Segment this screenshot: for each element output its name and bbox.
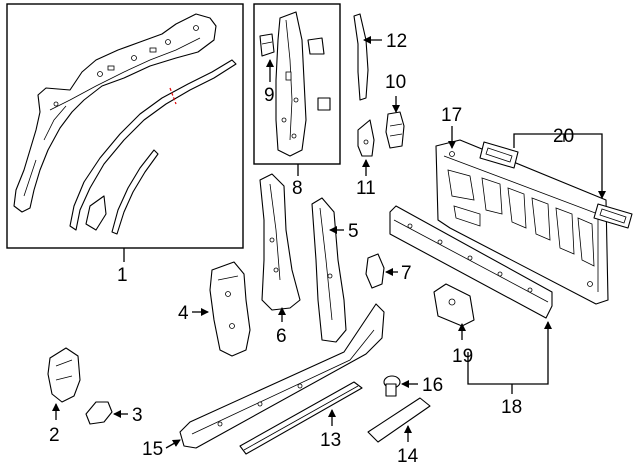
part-14-sill-plate[interactable] [367, 397, 431, 443]
callout-11: 11 [356, 178, 376, 199]
callout-20: 20 [553, 126, 574, 147]
part-13-sill[interactable] [239, 381, 363, 455]
part-10-bracket[interactable] [385, 111, 405, 149]
callout-4: 4 [178, 303, 189, 324]
part-4-pillar-lower[interactable] [209, 261, 251, 357]
part-18-reinforcement[interactable] [389, 205, 553, 319]
callout-5: 5 [348, 221, 359, 242]
part-1-lower-strip[interactable] [85, 149, 159, 235]
callout-9: 9 [264, 85, 275, 106]
part-3-plug[interactable] [85, 401, 113, 425]
part-6-pillar-inner[interactable] [259, 173, 301, 311]
callout-13: 13 [320, 430, 341, 451]
part-5-pillar-outer[interactable] [311, 197, 347, 343]
callout-16: 16 [422, 375, 443, 396]
part-1-weatherstrip[interactable] [69, 59, 237, 231]
callout-8: 8 [292, 178, 303, 199]
part-7-bracket[interactable] [365, 253, 385, 289]
callout-1: 1 [117, 265, 128, 286]
callout-17: 17 [441, 105, 462, 126]
part-9-bracket[interactable] [259, 33, 275, 57]
part-15-rocker-panel[interactable] [179, 303, 385, 449]
callout-15: 15 [142, 439, 163, 460]
callout-19: 19 [452, 346, 473, 367]
callout-2: 2 [49, 425, 60, 446]
part-20-pad-lower[interactable] [593, 203, 633, 229]
part-8-small-bracket-low[interactable] [317, 97, 331, 111]
inset-box-1 [6, 3, 244, 249]
callout-7: 7 [401, 263, 412, 284]
part-8-small-bracket-top[interactable] [307, 37, 325, 55]
part-19-hinge-bracket[interactable] [433, 283, 475, 327]
part-8-pillar-reinforcement[interactable] [275, 11, 307, 157]
callout-10: 10 [385, 72, 406, 93]
part-12-strip[interactable] [353, 13, 369, 101]
callout-12: 12 [386, 31, 407, 52]
part-1-roof-rail[interactable] [13, 13, 217, 213]
callout-18: 18 [501, 397, 522, 418]
part-16-clip[interactable] [383, 375, 401, 397]
part-20-pad-upper[interactable] [479, 141, 519, 169]
part-2-bracket[interactable] [47, 347, 81, 403]
part-11-bracket[interactable] [357, 119, 375, 157]
callout-6: 6 [276, 326, 287, 347]
inset-box-8 [253, 3, 341, 165]
callout-14: 14 [397, 446, 419, 467]
callout-lines [52, 36, 606, 449]
callout-3: 3 [132, 405, 143, 426]
